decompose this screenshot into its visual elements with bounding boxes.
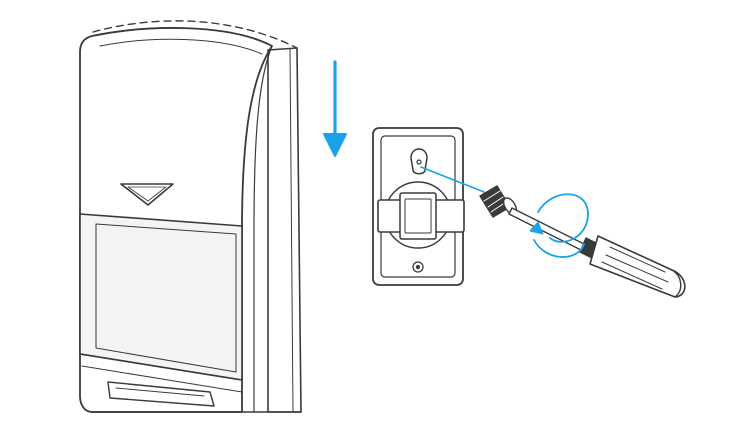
screwdriver-handle	[589, 235, 686, 298]
down-arrow-icon	[323, 60, 347, 157]
sensor-lens-inner-frame	[95, 223, 237, 373]
keyhole-slot	[410, 148, 428, 175]
down-arrow-head	[323, 133, 347, 157]
sensor-top-dashed-edge	[92, 20, 298, 49]
sensor-side-edge	[289, 48, 294, 413]
rotation-arc-upper	[537, 193, 589, 243]
sensor-top-face-line	[99, 38, 263, 55]
mounting-screw	[479, 185, 518, 218]
sensor-lower-band-2	[81, 365, 243, 393]
screwdriver-handle-groove-1	[609, 246, 666, 273]
screw-guide-line	[420, 166, 485, 193]
led-indicator-icon	[120, 183, 174, 206]
bracket-bottom-hole-center	[415, 264, 421, 270]
screwdriver-handle-end	[671, 269, 682, 298]
sensor-front-housing	[79, 27, 273, 413]
bracket-clip-inner	[404, 198, 432, 234]
sensor-lower-band	[79, 353, 243, 381]
sensor-bottom-slot	[107, 381, 215, 407]
mounting-bracket	[372, 127, 465, 286]
sensor-side-panel	[267, 47, 302, 413]
keyhole-screw-point	[416, 159, 422, 165]
bracket-bottom-hole	[412, 261, 424, 273]
screwdriver-handle-groove-2	[605, 254, 669, 283]
screwdriver-shaft	[508, 207, 589, 253]
screw-thread-2	[487, 196, 504, 208]
screw-thread-1	[483, 190, 501, 202]
rotation-arc-lower	[533, 239, 585, 258]
bracket-center-clip	[399, 192, 437, 240]
sensor-bottom-slot-inner	[115, 387, 205, 397]
led-indicator-inner	[127, 186, 167, 202]
sensor-bevel-curve	[253, 45, 273, 413]
sensor-lens-window	[79, 213, 243, 381]
motion-sensor	[79, 20, 302, 413]
screwdriver	[508, 207, 686, 298]
rotate-clockwise-icon	[529, 193, 589, 258]
rotation-arrow-head	[529, 221, 544, 235]
screwdriver-handle-groove-3	[601, 261, 663, 290]
